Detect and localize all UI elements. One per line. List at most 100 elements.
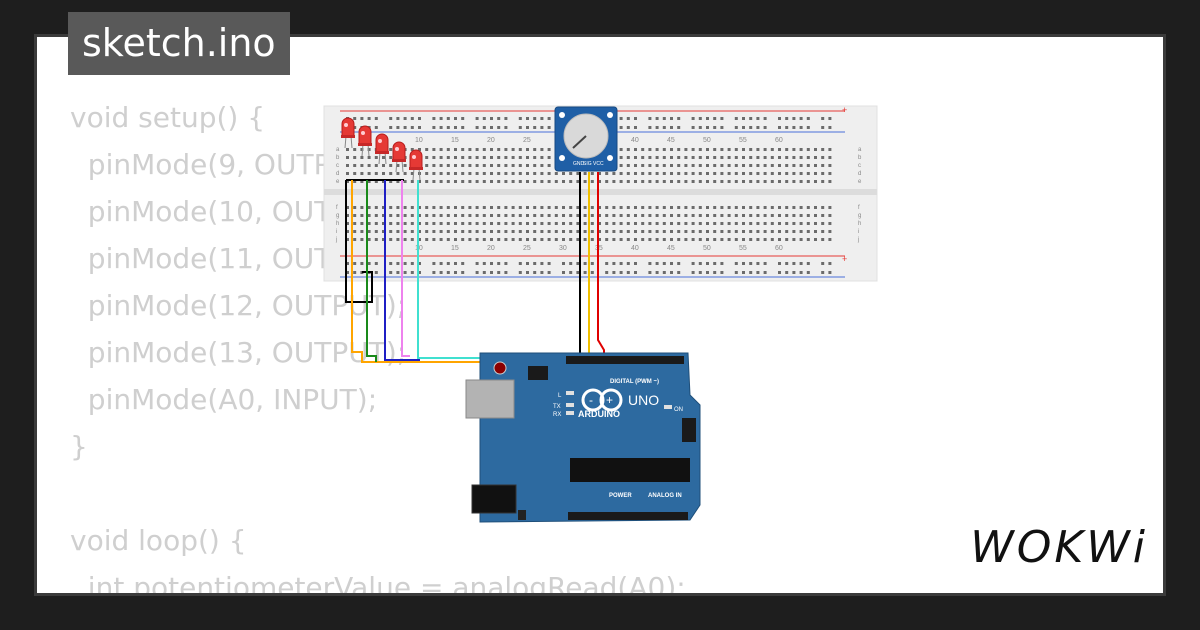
led [341, 117, 355, 149]
breadboard-hole [403, 214, 407, 217]
breadboard-hole [763, 117, 767, 120]
breadboard-hole [569, 238, 573, 241]
wire-blue [384, 180, 420, 361]
breadboard-hole [749, 214, 753, 217]
breadboard-hole [367, 230, 371, 233]
breadboard-hole [353, 148, 357, 151]
breadboard-hole [583, 238, 587, 241]
breadboard-hole [655, 126, 659, 129]
breadboard-hole [526, 156, 529, 159]
breadboard-hole [756, 156, 760, 159]
icsp-header [528, 366, 548, 380]
breadboard-hole [432, 206, 436, 209]
breadboard-hole [749, 117, 753, 120]
breadboard-hole [490, 230, 493, 233]
breadboard-hole [706, 262, 709, 265]
breadboard-hole [367, 214, 371, 217]
breadboard-hole [461, 172, 465, 175]
breadboard-hole [828, 214, 832, 217]
breadboard-hole [662, 238, 666, 241]
breadboard-hole [684, 148, 688, 151]
breadboard-hole [547, 164, 551, 167]
code-line: } [70, 430, 88, 463]
breadboard-hole [691, 238, 695, 241]
breadboard-hole [806, 172, 810, 175]
breadboard-hole [742, 156, 745, 159]
breadboard-hole [612, 230, 616, 233]
breadboard-hole [814, 172, 817, 175]
breadboard-hole [821, 148, 825, 151]
breadboard-hole [612, 214, 616, 217]
breadboard-hole [518, 156, 522, 159]
breadboard-hole [662, 164, 666, 167]
breadboard-hole [626, 238, 630, 241]
breadboard-hole [410, 172, 414, 175]
breadboard-hole [403, 126, 407, 129]
led [392, 141, 406, 173]
breadboard-hole [497, 214, 501, 217]
breadboard-hole [799, 148, 803, 151]
breadboard-hole [684, 206, 688, 209]
led [409, 149, 423, 181]
breadboard-hole [410, 214, 414, 217]
breadboard-hole [367, 156, 371, 159]
breadboard-hole [605, 180, 609, 183]
breadboard-hole [828, 172, 832, 175]
breadboard-hole [720, 206, 724, 209]
breadboard-hole [799, 126, 803, 129]
breadboard-hole [720, 164, 724, 167]
breadboard-hole [346, 271, 349, 274]
breadboard-hole [562, 206, 565, 209]
breadboard-hole [446, 172, 450, 175]
breadboard-hole [490, 222, 493, 225]
breadboard-hole [511, 222, 515, 225]
breadboard-hole [648, 172, 652, 175]
breadboard-hole [540, 164, 544, 167]
breadboard-hole [634, 117, 637, 120]
breadboard-hole [540, 230, 544, 233]
breadboard-hole [410, 271, 414, 274]
breadboard-hole [418, 271, 421, 274]
breadboard-hole [756, 222, 760, 225]
breadboard-hole [727, 148, 731, 151]
breadboard-hole [583, 262, 587, 265]
breadboard-hole [410, 238, 414, 241]
breadboard-hole [432, 117, 436, 120]
breadboard-hole [691, 222, 695, 225]
breadboard-row-label: g [858, 213, 861, 219]
breadboard-hole [547, 117, 551, 120]
breadboard-hole [482, 271, 486, 274]
breadboard-hole [734, 222, 738, 225]
breadboard-hole [720, 230, 724, 233]
breadboard-hole [792, 214, 796, 217]
breadboard-hole [418, 238, 421, 241]
breadboard-hole [821, 262, 825, 265]
breadboard-hole [490, 271, 493, 274]
breadboard-hole [734, 271, 738, 274]
breadboard-hole [792, 180, 796, 183]
breadboard-hole [806, 156, 810, 159]
breadboard-hole [677, 156, 681, 159]
breadboard-hole [425, 230, 429, 233]
breadboard-hole [706, 230, 709, 233]
breadboard-hole [713, 126, 717, 129]
breadboard-hole [490, 206, 493, 209]
breadboard-hole [504, 230, 508, 233]
breadboard-hole [461, 262, 465, 265]
breadboard-hole [634, 238, 637, 241]
breadboard-hole [360, 238, 364, 241]
breadboard-hole [742, 262, 745, 265]
breadboard-hole [626, 230, 630, 233]
breadboard-hole [828, 180, 832, 183]
breadboard-hole [670, 148, 673, 151]
breadboard-hole [403, 222, 407, 225]
breadboard-hole [533, 117, 537, 120]
breadboard-hole [720, 126, 724, 129]
pot-pin-sig: SIG [583, 161, 592, 167]
breadboard-hole [655, 180, 659, 183]
breadboard-hole [576, 230, 580, 233]
breadboard-hole [511, 148, 515, 151]
breadboard-hole [713, 172, 717, 175]
breadboard-hole [799, 172, 803, 175]
breadboard-hole [713, 238, 717, 241]
